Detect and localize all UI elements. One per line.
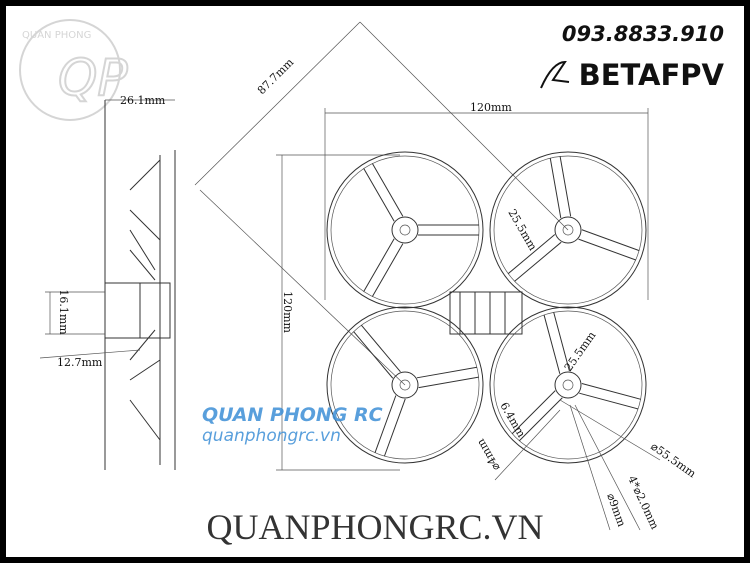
top-view: [194, 21, 661, 531]
betafpv-logo-icon: [539, 60, 569, 89]
qp-logo: QP QUAN PHONG: [19, 19, 129, 121]
dim-side-width: 26.1mm: [120, 94, 166, 107]
side-view: [39, 99, 176, 470]
logo-ring-text: QUAN PHONG: [22, 30, 91, 41]
propeller-duct: [326, 306, 484, 464]
propeller-duct: [489, 306, 647, 464]
technical-drawing: QP QUAN PHONG 26.1mm 16.1mm 12.7mm: [19, 19, 699, 532]
logo-letters: QP: [58, 49, 128, 107]
propeller-duct: [489, 151, 647, 309]
brand-logo: BETAFPV: [539, 58, 724, 92]
dim-duct-dia: ⌀55.5mm: [648, 440, 698, 481]
watermark-name: QUAN PHONG RC: [202, 404, 383, 426]
dim-prop-offset-a: 25.5mm: [505, 207, 539, 253]
dim-side-height: 16.1mm: [57, 289, 70, 335]
dim-shaft-dia: ⌀4mm: [474, 436, 503, 473]
drawing-frame: QP QUAN PHONG 26.1mm 16.1mm 12.7mm: [6, 6, 744, 557]
phone-number: 093.8833.910: [561, 22, 724, 46]
footer-site: QUANPHONGRC.VN: [206, 507, 544, 547]
propeller-duct: [326, 151, 484, 309]
brand-name: BETAFPV: [578, 58, 724, 92]
dim-side-offset: 12.7mm: [57, 356, 103, 369]
dim-prop-offset-b: 25.5mm: [562, 329, 599, 374]
dim-width: 120mm: [470, 101, 512, 114]
watermark-url: quanphongrc.vn: [202, 426, 341, 446]
dim-height: 120mm: [281, 291, 294, 333]
